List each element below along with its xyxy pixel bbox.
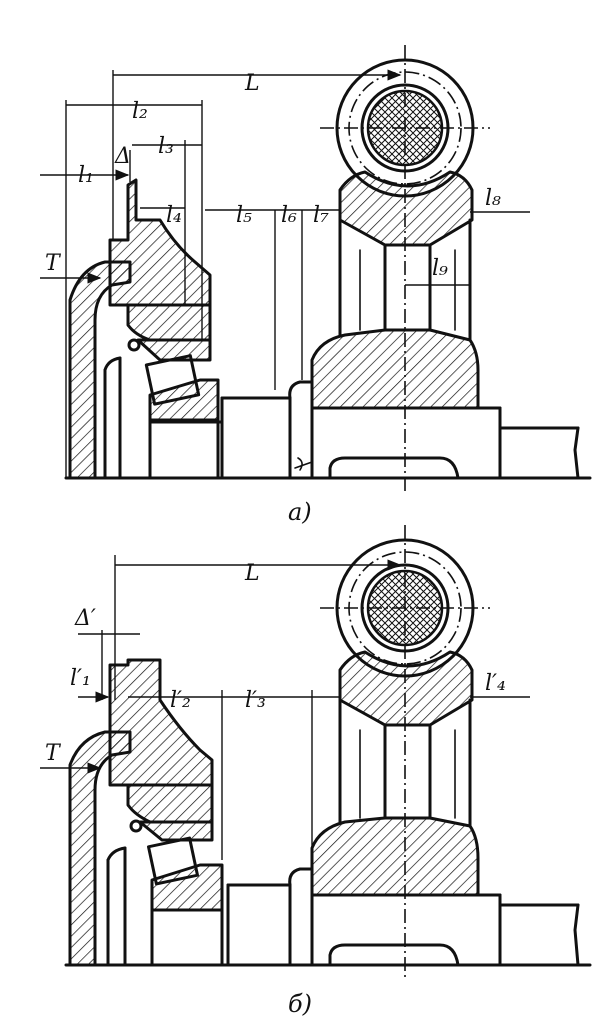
bearing-inner-ring-b xyxy=(150,863,224,912)
cap-flange-b xyxy=(126,783,214,824)
caption-b: б) xyxy=(288,990,312,1018)
wheel-rim-b xyxy=(338,650,474,727)
label-l3-a: l₃ xyxy=(158,134,174,159)
bearing-cap-b xyxy=(108,658,214,787)
cap-flange-a xyxy=(126,303,212,342)
label-l1-a: l₁ xyxy=(78,163,94,188)
label-L-a: L xyxy=(244,71,260,96)
label-l7-a: l₇ xyxy=(313,203,329,228)
label-delta-a: Δ xyxy=(114,144,131,169)
bearing-cap-a xyxy=(108,178,212,307)
label-l4-a: l₄ xyxy=(166,203,182,228)
seal-ring-b xyxy=(129,819,143,833)
label-l3p-b: l′₃ xyxy=(245,688,266,713)
label-T-a: T xyxy=(45,251,62,276)
shaft-shoulder-b xyxy=(288,867,314,887)
wheel-hub-a xyxy=(310,328,480,410)
label-l4p-b: l′₄ xyxy=(485,671,506,696)
label-l9-a: l₉ xyxy=(432,256,448,281)
figure-b: L Δ′ l′₁ l′₂ l′₃ l′₄ T б) xyxy=(40,525,592,1018)
label-l2-a: l₂ xyxy=(132,99,148,124)
fillet-mark-a xyxy=(294,457,313,471)
keyway-b xyxy=(328,943,460,967)
wheel-hub-b xyxy=(310,816,480,897)
label-l2p-b: l′₂ xyxy=(170,688,191,713)
figure-a: L l₂ l₃ Δ l₁ l₄ l₅ l₆ l₇ l₈ l₉ T а) xyxy=(40,45,592,526)
label-l6-a: l₆ xyxy=(281,203,297,228)
bearing-outer-ring-a xyxy=(136,338,212,362)
shaft-break-a xyxy=(573,426,580,480)
wheel-rim-a xyxy=(338,170,474,247)
shaft-break-b xyxy=(573,903,580,967)
label-T-b: T xyxy=(45,741,62,766)
keyway-a xyxy=(328,456,460,480)
bearing-outer-ring-b xyxy=(138,820,214,842)
bearing-inner-ring-a xyxy=(148,378,220,422)
housing-inner-curve-a xyxy=(103,356,122,372)
label-delta-b: Δ′ xyxy=(74,606,96,631)
seal-ring-a xyxy=(127,338,141,352)
label-l8-a: l₈ xyxy=(485,186,501,211)
housing-inner-curve-b xyxy=(106,846,127,862)
shaft-shoulder-a xyxy=(288,380,314,400)
label-L-b: L xyxy=(244,561,260,586)
caption-a: а) xyxy=(288,498,312,526)
web-inner-lines-b xyxy=(359,729,456,819)
web-inner-lines-a xyxy=(359,249,456,331)
label-l1p-b: l′₁ xyxy=(70,666,91,691)
label-l5-a: l₅ xyxy=(236,203,252,228)
